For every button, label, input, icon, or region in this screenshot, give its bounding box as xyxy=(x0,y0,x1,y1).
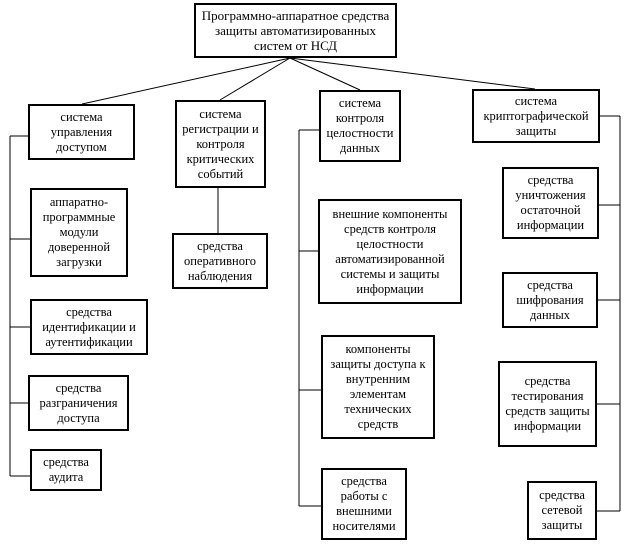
branch-label: система контроля целостности данных xyxy=(326,96,394,155)
root-node-label: Программно-аппаратное средства защиты ав… xyxy=(201,8,390,53)
node-internal-access-protection: компоненты защиты доступа к внутренним э… xyxy=(321,335,435,439)
node-label: средства работы с внешними носителями xyxy=(332,474,396,533)
node-label: средства аудита xyxy=(43,455,89,484)
node-label: средства разграничения доступа xyxy=(39,380,118,425)
node-label: аппаратно-программные модули доверенной … xyxy=(42,195,116,269)
line-root-b3 xyxy=(289,57,361,91)
node-label: внешние компоненты средств контроля цело… xyxy=(332,206,448,296)
node-label: средства сетевой защиты xyxy=(539,488,585,532)
branch-integrity-control: система контроля целостности данных xyxy=(319,90,401,162)
node-security-testing: средства тестирования средств защиты инф… xyxy=(498,361,597,447)
node-audit: средства аудита xyxy=(30,449,102,491)
branch-label: система управления доступом xyxy=(50,109,113,154)
branch-event-registration: система регистрации и контроля критическ… xyxy=(175,100,266,188)
line-root-b1 xyxy=(81,57,291,105)
line-root-b4 xyxy=(289,57,536,90)
node-trusted-boot-modules: аппаратно-программные модули доверенной … xyxy=(30,188,128,277)
node-label: средства оперативного наблюдения xyxy=(183,238,257,283)
root-node: Программно-аппаратное средства защиты ав… xyxy=(194,3,397,58)
node-label: средства шифрования данных xyxy=(516,277,584,322)
branch-label: система регистрации и контроля критическ… xyxy=(182,106,259,181)
node-external-integrity-components: внешние компоненты средств контроля цело… xyxy=(318,199,462,304)
node-data-encryption: средства шифрования данных xyxy=(502,272,598,328)
line-root-b2 xyxy=(219,57,291,101)
node-label: средства уничтожения остаточной информац… xyxy=(515,173,586,232)
branch-access-control: система управления доступом xyxy=(28,104,135,160)
branch-label: система криптографической защиты xyxy=(483,93,589,138)
node-network-protection: средства сетевой защиты xyxy=(527,481,597,540)
node-label: компоненты защиты доступа к внутренним э… xyxy=(330,342,426,431)
node-external-media: средства работы с внешними носителями xyxy=(321,468,407,540)
node-operational-monitoring: средства оперативного наблюдения xyxy=(172,233,268,289)
node-label: средства тестирования средств защиты инф… xyxy=(505,374,590,433)
branch-crypto-protection: система криптографической защиты xyxy=(472,89,600,143)
node-residual-info-destruction: средства уничтожения остаточной информац… xyxy=(502,167,599,239)
node-access-delimitation: средства разграничения доступа xyxy=(28,375,129,431)
node-identification-authentication: средства идентификации и аутентификации xyxy=(30,299,148,355)
node-label: средства идентификации и аутентификации xyxy=(42,304,136,349)
